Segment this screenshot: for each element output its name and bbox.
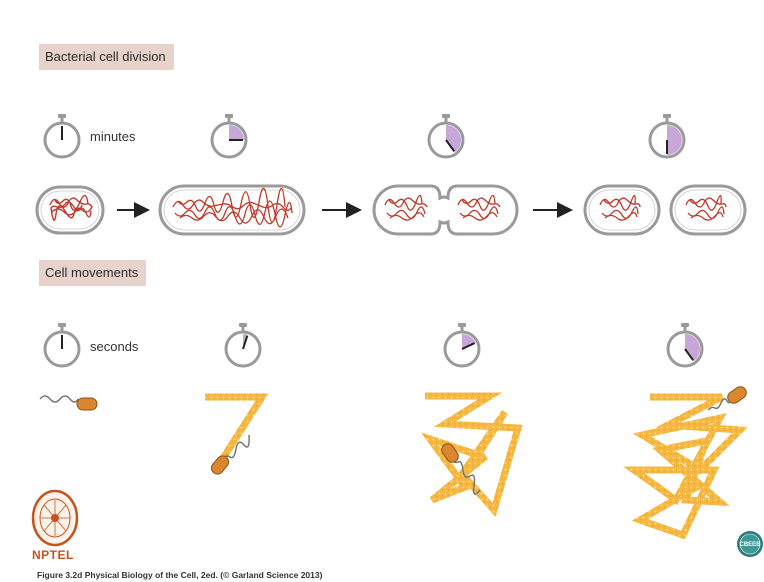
dna-tangle <box>172 187 293 228</box>
stopwatch-icon <box>210 114 248 159</box>
figure-caption: Figure 3.2d Physical Biology of the Cell… <box>37 570 323 580</box>
dna-tangle <box>457 194 501 221</box>
swim-track-4 <box>623 386 748 540</box>
stopwatch-icon <box>43 114 81 159</box>
timer-hand <box>242 335 249 350</box>
cell-elongated <box>158 184 306 236</box>
daughter-cell-left <box>583 184 661 236</box>
bacterial-cell-division-label: Bacterial cell division <box>39 44 174 70</box>
stopwatch-icon <box>427 114 465 159</box>
stopwatch-icon <box>648 114 686 159</box>
cell-movements-label: Cell movements <box>39 260 147 286</box>
cbeeb-logo: CBEEB <box>737 531 763 557</box>
timer-hand <box>461 342 476 350</box>
cbeeb-logo-text: CBEEB <box>739 542 761 548</box>
dna-tangle <box>599 194 641 221</box>
stopwatch-icon <box>224 323 262 368</box>
swim-track-2 <box>205 393 269 475</box>
daughter-cell-right <box>669 184 747 236</box>
cell-before-division <box>35 185 105 235</box>
bacterium-start <box>39 395 98 411</box>
seconds-label: seconds <box>90 339 139 354</box>
stopwatch-icon <box>443 323 481 368</box>
stopwatch-icon <box>666 323 704 368</box>
dna-tangle <box>685 194 727 221</box>
minutes-label: minutes <box>90 129 136 144</box>
timer-hand <box>445 139 456 152</box>
nptel-logo-text: NPTEL <box>32 548 74 562</box>
cell-constricting <box>372 184 519 236</box>
nptel-logo <box>31 489 79 547</box>
dna-tangle <box>384 194 428 221</box>
dna-tangle <box>49 194 93 221</box>
swim-track-3 <box>420 392 523 518</box>
timer-hand <box>684 348 695 361</box>
stopwatch-icon <box>43 323 81 368</box>
